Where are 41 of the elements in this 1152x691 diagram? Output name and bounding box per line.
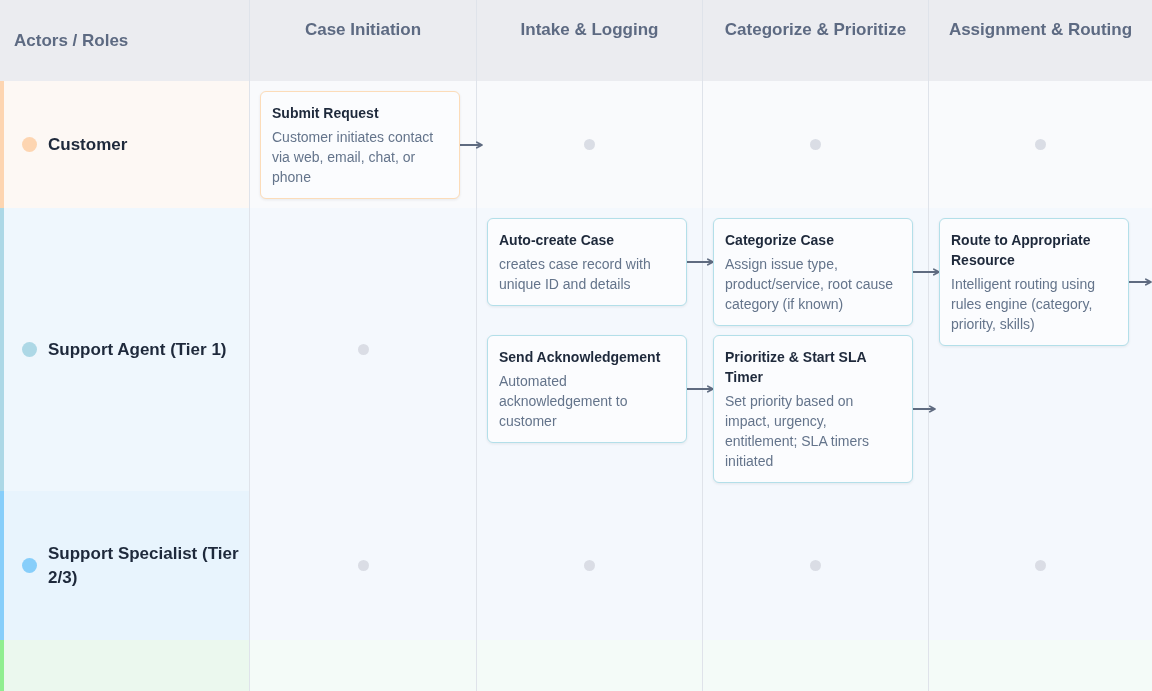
card-title: Send Acknowledgement [499, 348, 661, 367]
corner-header [0, 0, 249, 81]
lane-header [0, 81, 249, 208]
card-description: Intelligent routing using rules engine (category, priority, skills) [951, 275, 1096, 334]
column-header [250, 0, 476, 81]
header-title: Assignment & Routing [948, 19, 1133, 41]
column-header [477, 0, 702, 81]
process-card [260, 91, 460, 199]
arrow [912, 268, 940, 276]
header-title: Actors / Roles [14, 29, 129, 52]
card-description: Set priority based on impact, urgency, entitlement; SLA timers initiated [725, 392, 870, 471]
card-description: Customer initiates contact via web, email, chat, or phone [272, 128, 435, 187]
lane-header [0, 208, 249, 491]
lane-title: Support Agent (Tier 1) [48, 338, 227, 361]
process-card [939, 218, 1129, 346]
lane-title: Customer [48, 133, 128, 156]
lane-header [0, 640, 249, 691]
process-card [713, 218, 913, 326]
header-title: Intake & Logging [520, 19, 659, 41]
arrow [686, 385, 714, 393]
lane-header [0, 491, 249, 640]
header-title: Categorize & Prioritize [724, 19, 907, 41]
card-description: Automated acknowledgement to customer [499, 372, 629, 431]
column-header [703, 0, 928, 81]
column-header [929, 0, 1152, 81]
card-title: Route to Appropriate Resource [951, 231, 1092, 270]
process-card [487, 335, 687, 443]
card-title: Categorize Case [725, 231, 834, 250]
card-title: Submit Request [272, 104, 379, 123]
header-title: Case Initiation [304, 19, 422, 41]
arrow [912, 405, 936, 413]
card-description: creates case record with unique ID and details [499, 255, 652, 294]
card-description: Assign issue type, product/service, root cause category (if known) [725, 255, 895, 314]
card-title: Auto-create Case [499, 231, 615, 250]
process-card [713, 335, 913, 483]
lane-title: Support Specialist (Tier 2/3) [48, 542, 240, 589]
arrow [459, 141, 483, 149]
arrow [686, 258, 714, 266]
process-card [487, 218, 687, 306]
arrow [1128, 278, 1152, 286]
card-title: Prioritize & Start SLA Timer [725, 348, 868, 387]
